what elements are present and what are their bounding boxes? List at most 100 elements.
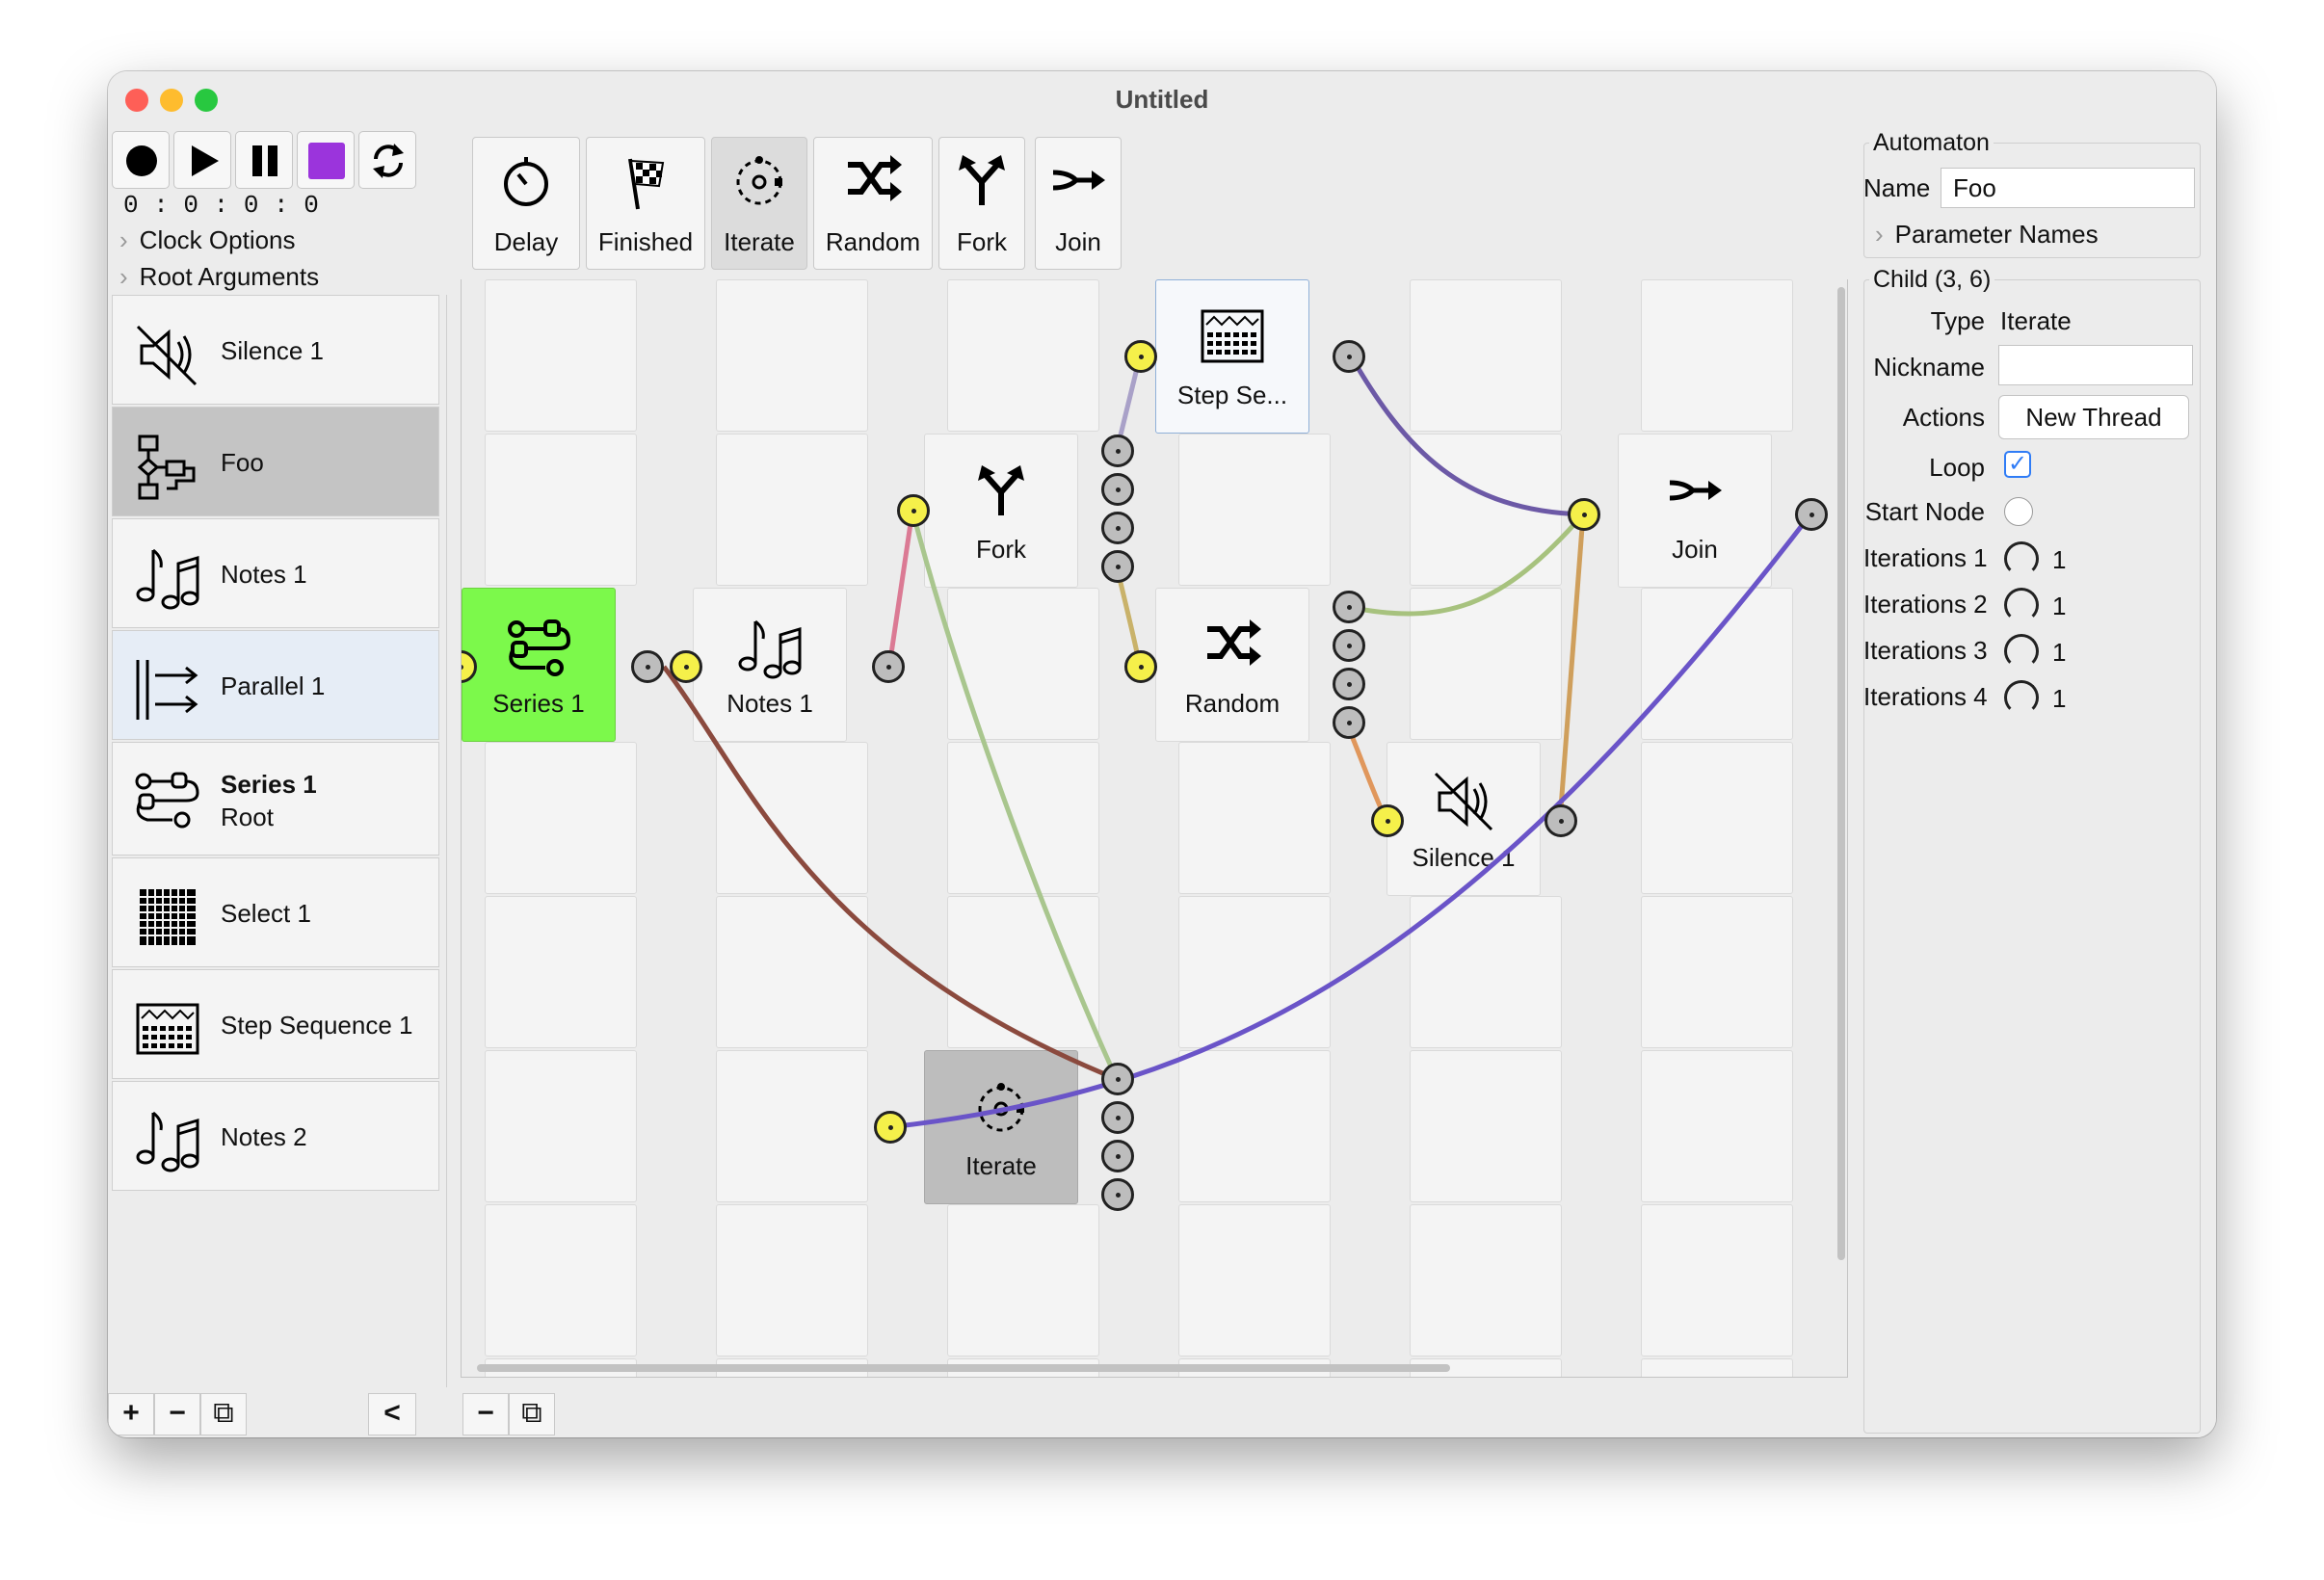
zoom-window-button[interactable] xyxy=(195,89,218,112)
grid-cell[interactable] xyxy=(1641,1050,1793,1202)
library-item[interactable]: Notes 2 xyxy=(112,1081,439,1191)
grid-cell[interactable] xyxy=(716,1050,868,1202)
delay-tool[interactable]: Delay xyxy=(472,137,580,270)
minimize-window-button[interactable] xyxy=(160,89,183,112)
grid-cell[interactable] xyxy=(716,896,868,1048)
vertical-scrollbar[interactable] xyxy=(1837,287,1845,1260)
grid-cell[interactable] xyxy=(947,588,1099,740)
iterate-node[interactable]: Iterate xyxy=(924,1050,1078,1204)
silence-node[interactable]: Silence 1 xyxy=(1386,742,1541,896)
grid-cell[interactable] xyxy=(485,279,637,432)
library-item[interactable]: Series 1 Root xyxy=(112,742,439,856)
random-output-port[interactable] xyxy=(1333,591,1365,623)
grid-cell[interactable] xyxy=(716,742,868,894)
notes-output-port[interactable] xyxy=(872,650,905,683)
notes-input-port[interactable] xyxy=(670,650,702,683)
fork-output-port[interactable] xyxy=(1101,434,1134,467)
iterate-output-port[interactable] xyxy=(1101,1178,1134,1211)
grid-cell[interactable] xyxy=(716,1204,868,1356)
grid-cell[interactable] xyxy=(1410,1204,1562,1356)
grid-cell[interactable] xyxy=(716,279,868,432)
grid-cell[interactable] xyxy=(485,1204,637,1356)
iterate-output-port[interactable] xyxy=(1101,1140,1134,1172)
canvas-remove-button[interactable]: − xyxy=(462,1393,509,1435)
name-field[interactable]: Foo xyxy=(1941,168,2195,208)
grid-cell[interactable] xyxy=(1178,434,1331,586)
automaton-canvas[interactable]: Series 1 Notes 1 Fork Step Se... Random … xyxy=(461,279,1848,1378)
fork-output-port[interactable] xyxy=(1101,512,1134,544)
grid-cell[interactable] xyxy=(947,896,1099,1048)
silence-output-port[interactable] xyxy=(1545,804,1577,837)
canvas-duplicate-button[interactable]: ⧉ xyxy=(509,1393,555,1435)
step-output-port[interactable] xyxy=(1333,340,1365,373)
fork-output-port[interactable] xyxy=(1101,550,1134,583)
grid-cell[interactable] xyxy=(1641,279,1793,432)
iterate-output-port[interactable] xyxy=(1101,1063,1134,1095)
iterations-knob[interactable] xyxy=(2004,541,2039,576)
library-item[interactable]: Select 1 xyxy=(112,857,439,967)
random-output-port[interactable] xyxy=(1333,629,1365,662)
silence-input-port[interactable] xyxy=(1371,804,1404,837)
grid-cell[interactable] xyxy=(1178,1050,1331,1202)
series-output-port[interactable] xyxy=(631,650,664,683)
library-item[interactable]: Notes 1 xyxy=(112,518,439,628)
join-node[interactable]: Join xyxy=(1618,434,1772,588)
root-arguments-disclosure[interactable]: ›Root Arguments xyxy=(119,262,320,291)
parameter-names-disclosure[interactable]: ›Parameter Names xyxy=(1875,220,2099,249)
grid-cell[interactable] xyxy=(1641,588,1793,740)
fork-output-port[interactable] xyxy=(1101,473,1134,506)
grid-cell[interactable] xyxy=(485,434,637,586)
iterate-input-port[interactable] xyxy=(874,1111,907,1144)
loop-checkbox[interactable]: ✓ xyxy=(2004,451,2031,478)
join-output-port[interactable] xyxy=(1795,498,1828,531)
start-node-radio[interactable] xyxy=(2004,497,2033,526)
clock-options-disclosure[interactable]: ›Clock Options xyxy=(119,225,296,254)
pause-button[interactable] xyxy=(235,131,293,189)
iterations-knob[interactable] xyxy=(2004,634,2039,669)
loop-button[interactable] xyxy=(358,131,416,189)
grid-cell[interactable] xyxy=(947,1204,1099,1356)
fork-node[interactable]: Fork xyxy=(924,434,1078,588)
fork-tool[interactable]: Fork xyxy=(938,137,1025,270)
add-button[interactable]: + xyxy=(108,1393,154,1435)
grid-cell[interactable] xyxy=(1641,896,1793,1048)
join-input-port[interactable] xyxy=(1568,498,1600,531)
finished-tool[interactable]: Finished xyxy=(586,137,705,270)
fork-input-port[interactable] xyxy=(897,494,930,527)
record-button[interactable] xyxy=(112,131,170,189)
library-item[interactable]: Silence 1 xyxy=(112,295,439,405)
iterate-tool[interactable]: Iterate xyxy=(711,137,807,270)
grid-cell[interactable] xyxy=(485,1050,637,1202)
join-tool[interactable]: Join xyxy=(1035,137,1122,270)
step-input-port[interactable] xyxy=(1124,340,1157,373)
grid-cell[interactable] xyxy=(947,279,1099,432)
remove-button[interactable]: − xyxy=(154,1393,200,1435)
random-tool[interactable]: Random xyxy=(813,137,933,270)
actions-select[interactable]: New Thread xyxy=(1998,395,2189,439)
stop-button[interactable] xyxy=(297,131,355,189)
library-item[interactable]: Foo xyxy=(112,407,439,516)
library-item[interactable]: Step Sequence 1 xyxy=(112,969,439,1079)
grid-cell[interactable] xyxy=(1410,896,1562,1048)
grid-cell[interactable] xyxy=(716,434,868,586)
random-input-port[interactable] xyxy=(1124,650,1157,683)
random-node[interactable]: Random xyxy=(1155,588,1309,742)
iterations-knob[interactable] xyxy=(2004,680,2039,715)
series-node[interactable]: Series 1 xyxy=(462,588,616,742)
iterations-knob[interactable] xyxy=(2004,588,2039,622)
library-item[interactable]: Parallel 1 xyxy=(112,630,439,740)
grid-cell[interactable] xyxy=(1178,896,1331,1048)
close-window-button[interactable] xyxy=(125,89,148,112)
grid-cell[interactable] xyxy=(1410,588,1562,740)
grid-cell[interactable] xyxy=(485,742,637,894)
duplicate-button[interactable]: ⧉ xyxy=(200,1393,247,1435)
grid-cell[interactable] xyxy=(1178,742,1331,894)
grid-cell[interactable] xyxy=(1641,742,1793,894)
grid-cell[interactable] xyxy=(1178,1204,1331,1356)
random-output-port[interactable] xyxy=(1333,668,1365,700)
iterate-output-port[interactable] xyxy=(1101,1101,1134,1134)
horizontal-scrollbar[interactable] xyxy=(477,1364,1450,1372)
grid-cell[interactable] xyxy=(1410,434,1562,586)
notes-node[interactable]: Notes 1 xyxy=(693,588,847,742)
nickname-field[interactable] xyxy=(1998,345,2193,385)
